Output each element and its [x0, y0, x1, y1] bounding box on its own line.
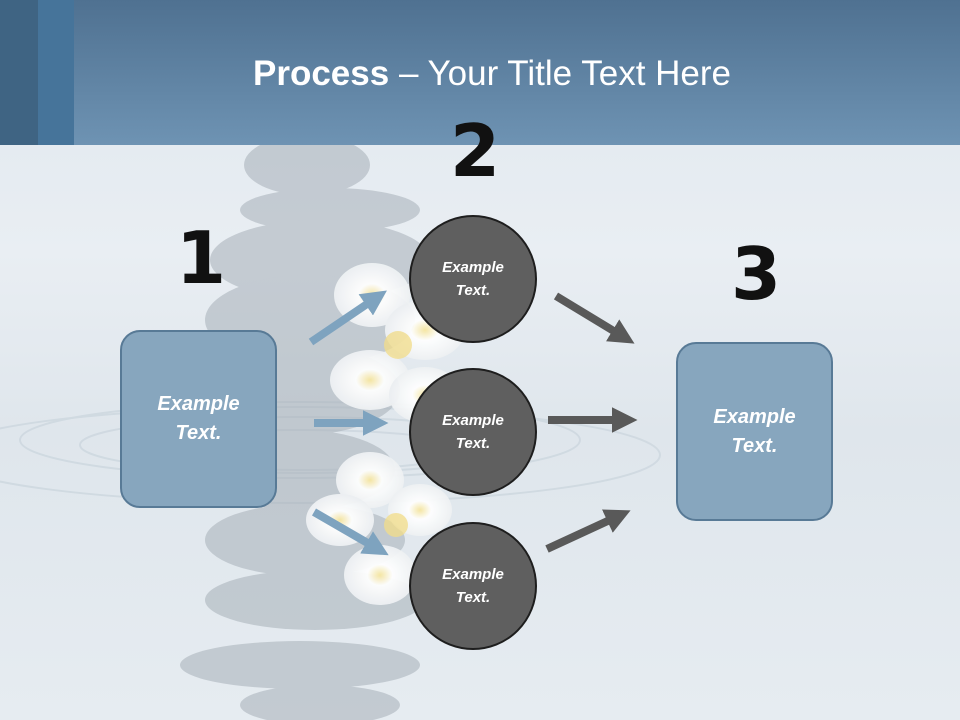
circle-label: Example Text. — [442, 566, 504, 606]
step-number-2: 2 — [450, 109, 501, 193]
step-2-circle-bottom[interactable]: Example Text. — [409, 522, 537, 650]
title-rest: – Your Title Text Here — [389, 54, 731, 93]
header-band — [0, 0, 960, 145]
arrow-1-to-2a — [308, 290, 387, 346]
circle-label: Example Text. — [442, 259, 504, 299]
arrow-1-to-2c — [311, 508, 389, 556]
step-2-circle-top[interactable]: Example Text. — [409, 215, 537, 343]
slide-title[interactable]: Process – Your Title Text Here — [0, 52, 960, 96]
step-number-3: 3 — [731, 232, 782, 316]
arrow-2a-to-3 — [553, 292, 635, 344]
step-2-circle-middle[interactable]: Example Text. — [409, 368, 537, 496]
circle-label: Example Text. — [442, 412, 504, 452]
header-accent-strip-light — [38, 0, 74, 145]
header-accent-strip — [0, 0, 38, 145]
arrow-2c-to-3 — [545, 509, 631, 553]
step-3-box[interactable]: Example Text. — [676, 342, 833, 521]
step-1-label: Example Text. — [157, 393, 240, 444]
title-strong: Process — [253, 54, 390, 93]
step-1-box[interactable]: Example Text. — [120, 330, 277, 508]
step-3-label: Example Text. — [713, 405, 796, 457]
step-number-1: 1 — [176, 216, 227, 300]
